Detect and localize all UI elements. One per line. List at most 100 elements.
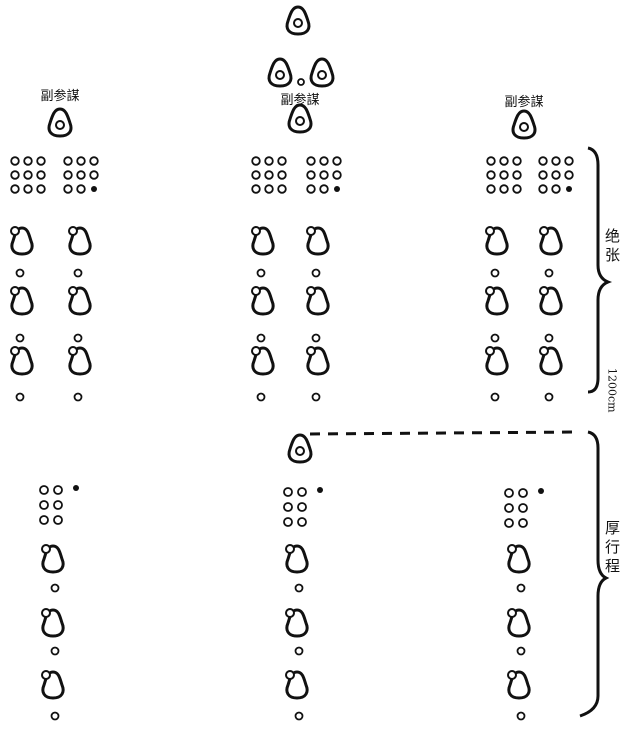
unit-ring-icon <box>508 545 516 553</box>
unit-ring-icon <box>11 287 19 295</box>
center-grid-a-ring <box>265 185 273 193</box>
lower-right-grid-ring <box>519 489 527 497</box>
unit-ring-icon <box>252 287 260 295</box>
right-grid-b-ring <box>565 171 573 179</box>
unit-ring-icon <box>307 287 315 295</box>
lower-center-grid-ring <box>298 503 306 511</box>
center-grid-a-ring <box>278 171 286 179</box>
center-grid-a-ring <box>252 157 260 165</box>
relay-marker <box>289 435 311 462</box>
unit-ring-icon <box>307 347 315 355</box>
center-grid-a-ring <box>278 185 286 193</box>
unit-ring-icon <box>286 671 294 679</box>
lower-center-grid-ring <box>298 488 306 496</box>
left-grid-b-ring <box>77 185 85 193</box>
center-grid-b-ring <box>307 171 315 179</box>
upper-link-ring <box>546 394 553 401</box>
left-grid-b-ring <box>77 171 85 179</box>
right-grid-b-ring <box>552 157 560 165</box>
guard-left-marker <box>269 59 291 86</box>
left-grid-a-ring <box>24 185 32 193</box>
right-grid-b-ring <box>552 185 560 193</box>
left-grid-b-ring <box>90 171 98 179</box>
left-grid-a-ring <box>11 171 19 179</box>
left-grid-b-dot <box>91 186 97 192</box>
upper-link-ring <box>75 394 82 401</box>
right-grid-b-ring <box>539 157 547 165</box>
lower-link-ring <box>296 713 303 720</box>
left-grid-b-ring <box>90 157 98 165</box>
unit-ring-icon <box>508 671 516 679</box>
right-grid-a-ring <box>513 157 521 165</box>
lower-center-grid-ring <box>284 503 292 511</box>
upper-link-ring <box>75 335 82 342</box>
lower-link-ring <box>52 713 59 720</box>
lower-left-grid-ring <box>40 501 48 509</box>
left-grid-a-ring <box>11 185 19 193</box>
center-grid-a-ring <box>252 185 260 193</box>
lower-right-grid-dot <box>538 488 544 494</box>
center-grid-b-ring <box>307 157 315 165</box>
center-grid-b-ring <box>320 157 328 165</box>
lower-right-grid-ring <box>505 519 513 527</box>
right-grid-b-ring <box>565 157 573 165</box>
upper-link-ring <box>75 270 82 277</box>
unit-ring-icon <box>307 227 315 235</box>
lower-left-grid-ring <box>54 501 62 509</box>
officer-inner-ring <box>294 19 302 27</box>
lower-center-grid-ring <box>284 488 292 496</box>
upper-brace <box>588 148 608 392</box>
center-officer-label: 副参謀 <box>280 92 319 108</box>
lower-left-grid-ring <box>54 516 62 524</box>
left-grid-b-ring <box>64 185 72 193</box>
unit-ring-icon <box>508 609 516 617</box>
right-grid-a-ring <box>513 171 521 179</box>
officer-inner-ring <box>276 71 284 79</box>
center-grid-b-ring <box>333 171 341 179</box>
right-grid-b-ring <box>539 171 547 179</box>
officer-inner-ring <box>296 117 304 125</box>
center-grid-a-ring <box>265 171 273 179</box>
unit-ring-icon <box>540 347 548 355</box>
left-grid-a-ring <box>11 157 19 165</box>
left-grid-a-ring <box>37 171 45 179</box>
center-grid-a-ring <box>265 157 273 165</box>
right-grid-b-dot <box>566 186 572 192</box>
lower-center-grid-ring <box>298 518 306 526</box>
lower-right-grid-ring <box>519 504 527 512</box>
left-officer-label: 副参謀 <box>40 88 79 104</box>
left-grid-a-ring <box>37 185 45 193</box>
center-grid-b-ring <box>320 171 328 179</box>
unit-ring-icon <box>69 287 77 295</box>
upper-link-ring <box>492 394 499 401</box>
lower-link-ring <box>296 585 303 592</box>
officer-inner-ring <box>56 121 64 129</box>
lower-link-ring <box>52 585 59 592</box>
left-grid-a-ring <box>37 157 45 165</box>
right-grid-a-ring <box>500 185 508 193</box>
center-grid-b-ring <box>333 157 341 165</box>
unit-ring-icon <box>540 227 548 235</box>
unit-ring-icon <box>486 227 494 235</box>
lower-link-ring <box>518 585 525 592</box>
right-officer-label: 副参謀 <box>504 94 543 110</box>
right-grid-b-ring <box>552 171 560 179</box>
right-grid-a-ring <box>487 157 495 165</box>
right-grid-a-ring <box>513 185 521 193</box>
officer-inner-ring <box>296 447 304 455</box>
center-grid-b-ring <box>320 185 328 193</box>
upper-link-ring <box>258 335 265 342</box>
brace-gap-label: 1200cm <box>606 368 619 413</box>
center-grid-a-ring <box>252 171 260 179</box>
right-grid-a-ring <box>500 171 508 179</box>
lower-left-grid-ring <box>54 486 62 494</box>
upper-link-ring <box>313 335 320 342</box>
officer-inner-ring <box>318 71 326 79</box>
upper-link-ring <box>17 335 24 342</box>
right-grid-a-ring <box>487 171 495 179</box>
upper-link-ring <box>546 335 553 342</box>
left-grid-a-ring <box>24 171 32 179</box>
unit-ring-icon <box>286 609 294 617</box>
unit-ring-icon <box>252 227 260 235</box>
